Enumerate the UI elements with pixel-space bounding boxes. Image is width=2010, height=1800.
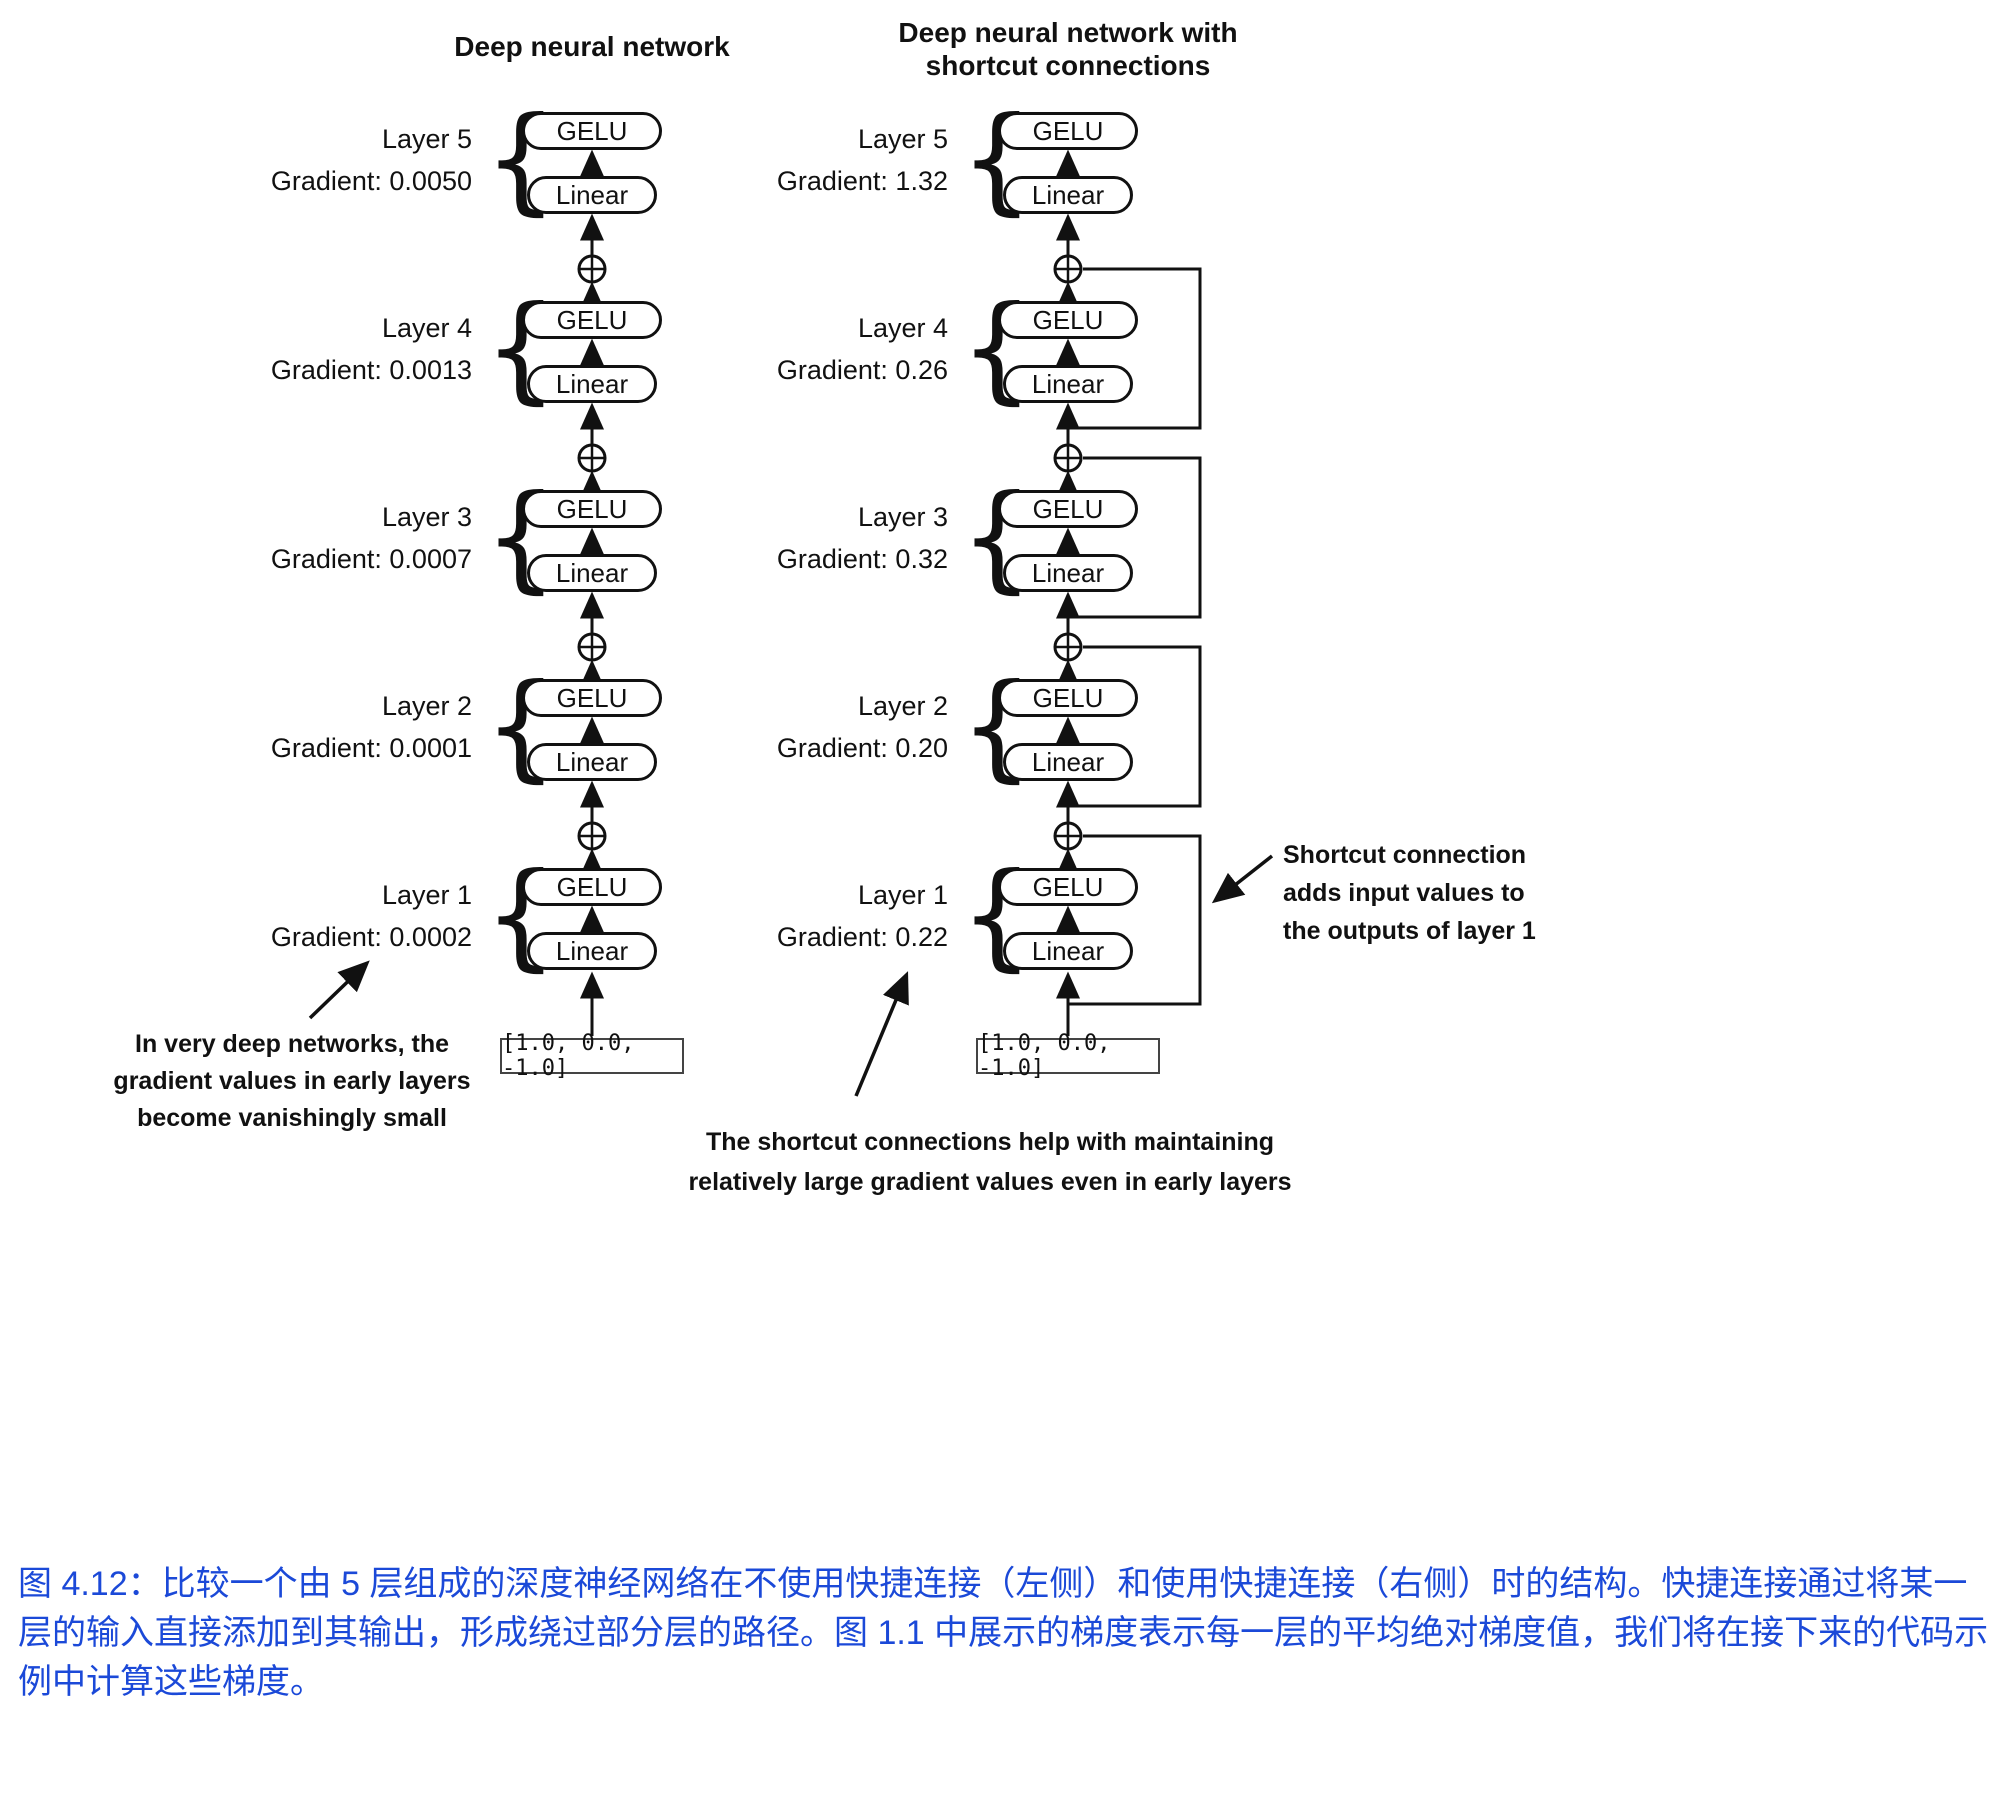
note-line: In very deep networks, the [135, 1030, 449, 1058]
right-network-title-line1: Deep neural network with [898, 17, 1238, 48]
linear-box: Linear [527, 743, 657, 781]
linear-box: Linear [527, 932, 657, 970]
layer-gradient: Gradient: 0.32 [776, 544, 948, 574]
linear-box: Linear [1003, 554, 1133, 592]
layer-labels: Layer 5 Gradient: 0.0050 [172, 118, 472, 202]
maintain-arrow [854, 971, 909, 1097]
gelu-box: GELU [522, 112, 662, 150]
layer-gradient: Gradient: 0.0002 [270, 922, 472, 952]
layer-labels: Layer 3 Gradient: 0.32 [648, 496, 948, 580]
layer-gradient: Gradient: 0.0007 [270, 544, 472, 574]
gelu-box: GELU [998, 490, 1138, 528]
right-input-vector: [1.0, 0.0, -1.0] [976, 1031, 1160, 1081]
gelu-box: GELU [998, 301, 1138, 339]
layer-gradient: Gradient: 0.0050 [270, 166, 472, 196]
layer-name: Layer 5 [381, 124, 472, 154]
gelu-box: GELU [998, 679, 1138, 717]
linear-box: Linear [1003, 365, 1133, 403]
left-layer-5: Layer 5 Gradient: 0.0050 { GELU Linear [172, 100, 672, 220]
gelu-box: GELU [998, 112, 1138, 150]
right-layer-4: Layer 4 Gradient: 0.26 { GELU Linear [648, 289, 1148, 409]
note-line: gradient values in early layers [113, 1067, 471, 1095]
right-layer-5: Layer 5 Gradient: 1.32 { GELU Linear [648, 100, 1148, 220]
linear-box: Linear [527, 176, 657, 214]
shortcut-paths [1068, 267, 1202, 1006]
linear-box: Linear [1003, 932, 1133, 970]
gelu-box: GELU [522, 490, 662, 528]
left-layer-4: Layer 4 Gradient: 0.0013 { GELU Linear [172, 289, 672, 409]
layer-name: Layer 4 [857, 313, 948, 343]
right-add-nodes [1053, 254, 1083, 851]
layer-labels: Layer 3 Gradient: 0.0007 [172, 496, 472, 580]
layer-labels: Layer 4 Gradient: 0.0013 [172, 307, 472, 391]
right-layer-3: Layer 3 Gradient: 0.32 { GELU Linear [648, 478, 1148, 598]
layer-gradient: Gradient: 0.0013 [270, 355, 472, 385]
right-network-title-line2: shortcut connections [925, 50, 1211, 81]
note-line: The shortcut connections help with maint… [705, 1128, 1275, 1156]
layer-gradient: Gradient: 0.26 [776, 355, 948, 385]
layer-labels: Layer 2 Gradient: 0.0001 [172, 685, 472, 769]
layer-name: Layer 3 [381, 502, 472, 532]
layer-labels: Layer 5 Gradient: 1.32 [648, 118, 948, 202]
gelu-box: GELU [998, 868, 1138, 906]
left-layer-2: Layer 2 Gradient: 0.0001 { GELU Linear [172, 667, 672, 787]
layer-labels: Layer 4 Gradient: 0.26 [648, 307, 948, 391]
vanishing-gradient-note: In very deep networks, the gradient valu… [82, 1026, 502, 1137]
right-layer-2: Layer 2 Gradient: 0.20 { GELU Linear [648, 667, 1148, 787]
layer-gradient: Gradient: 1.32 [776, 166, 948, 196]
linear-box: Linear [527, 554, 657, 592]
gelu-box: GELU [522, 301, 662, 339]
layer-name: Layer 2 [381, 691, 472, 721]
layer-name: Layer 4 [381, 313, 472, 343]
right-layer-1: Layer 1 Gradient: 0.22 { GELU Linear [648, 856, 1148, 976]
left-input-vector: [1.0, 0.0, -1.0] [500, 1031, 684, 1081]
note-line: Shortcut connection [1283, 841, 1527, 869]
layer-labels: Layer 1 Gradient: 0.22 [648, 874, 948, 958]
maintain-gradient-note: The shortcut connections help with maint… [680, 1122, 1300, 1202]
layer-name: Layer 5 [857, 124, 948, 154]
left-network-title: Deep neural network [454, 31, 730, 62]
layer-labels: Layer 1 Gradient: 0.0002 [172, 874, 472, 958]
left-add-nodes [577, 254, 607, 851]
note-line: become vanishingly small [137, 1104, 447, 1132]
layer-gradient: Gradient: 0.0001 [270, 733, 472, 763]
layer-gradient: Gradient: 0.20 [776, 733, 948, 763]
layer-name: Layer 3 [857, 502, 948, 532]
layer-name: Layer 1 [857, 880, 948, 910]
left-layer-1: Layer 1 Gradient: 0.0002 { GELU Linear [172, 856, 672, 976]
layer-gradient: Gradient: 0.22 [776, 922, 948, 952]
left-layer-3: Layer 3 Gradient: 0.0007 { GELU Linear [172, 478, 672, 598]
linear-box: Linear [1003, 176, 1133, 214]
layer-name: Layer 2 [857, 691, 948, 721]
note-line: adds input values to [1283, 879, 1525, 907]
vanishing-arrow [308, 960, 370, 1020]
layer-labels: Layer 2 Gradient: 0.20 [648, 685, 948, 769]
note-line: the outputs of layer 1 [1283, 917, 1536, 945]
gelu-box: GELU [522, 679, 662, 717]
note-line: relatively large gradient values even in… [688, 1168, 1292, 1196]
annotation-arrows [308, 854, 1274, 1097]
shortcut-note-arrow [1211, 854, 1274, 904]
gelu-box: GELU [522, 868, 662, 906]
right-network-title: Deep neural network with shortcut connec… [858, 16, 1278, 82]
figure-caption: 图 4.12：比较一个由 5 层组成的深度神经网络在不使用快捷连接（左侧）和使用… [18, 1565, 1989, 1701]
shortcut-connection-note: Shortcut connection adds input values to… [1283, 836, 1583, 950]
linear-box: Linear [1003, 743, 1133, 781]
linear-box: Linear [527, 365, 657, 403]
layer-name: Layer 1 [381, 880, 472, 910]
